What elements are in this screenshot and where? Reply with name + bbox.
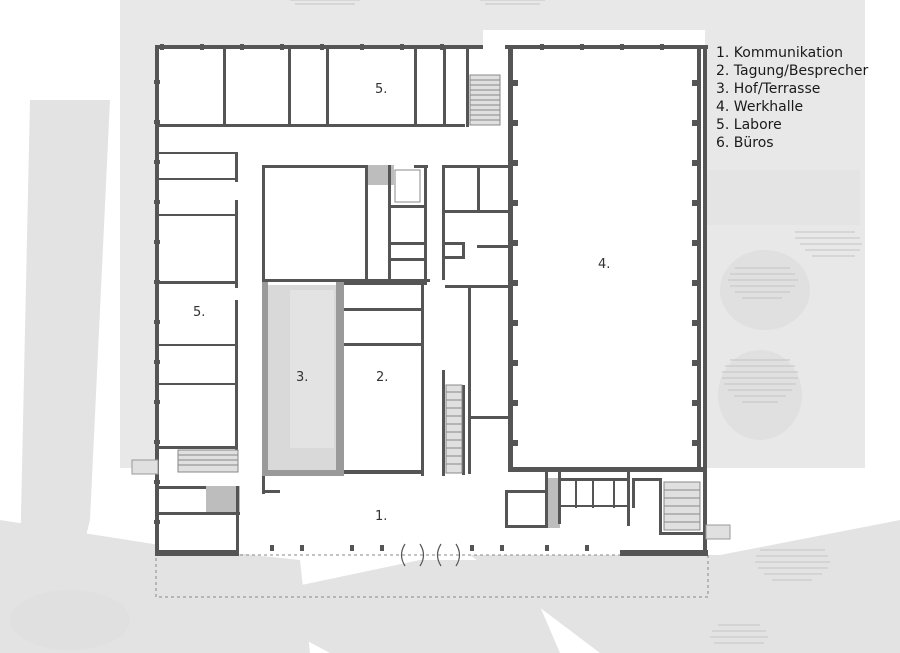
ground-right-band (705, 170, 860, 225)
wall-top-right (505, 45, 708, 49)
legend-item-hof-terrasse: 3. Hof/Terrasse (716, 81, 820, 97)
legend-item-labore: 5. Labore (716, 117, 782, 133)
stair-bottom-right (663, 481, 701, 531)
tree-right-2 (718, 350, 802, 440)
wall-bottom-left (155, 550, 239, 556)
ground-road-right (470, 520, 900, 653)
ramp-right (705, 524, 731, 540)
legend-item-tagung: 2. Tagung/Besprecher (716, 63, 869, 79)
building (131, 30, 731, 567)
tree-right-1 (720, 250, 810, 330)
columns (154, 44, 700, 551)
entrance-notch (483, 30, 705, 48)
label-hof-terrasse: 3. (296, 370, 308, 385)
ground-road-center (230, 560, 560, 653)
site-hatching (290, 0, 862, 644)
wall-left (155, 45, 159, 555)
label-labore-left: 5. (193, 305, 205, 320)
building-floor (157, 46, 706, 554)
wall-right (703, 45, 707, 555)
label-kommunikation: 1. (375, 509, 387, 524)
legend-item-kommunikation: 1. Kommunikation (716, 45, 843, 61)
legend-item-werkhalle: 4. Werkhalle (716, 99, 803, 115)
stair-left (177, 449, 239, 473)
canopy-outline (155, 554, 709, 598)
tree-bottom-left (10, 590, 130, 650)
label-labore-top: 5. (375, 82, 387, 97)
legend-item-bueros: 6. Büros (716, 135, 774, 151)
ground-left-strip (20, 100, 110, 560)
shaft (394, 169, 421, 203)
walls (155, 45, 708, 556)
stair-top (469, 74, 501, 126)
entrance-doors (400, 543, 461, 567)
label-tagung: 2. (376, 370, 388, 385)
ramp-left (131, 459, 159, 475)
courtyard-inner (290, 290, 334, 448)
wall-lab-row-bottom (157, 124, 465, 127)
label-werkhalle: 4. (598, 257, 610, 272)
legend: 1. Kommunikation 2. Tagung/Besprecher 3.… (716, 45, 869, 151)
stair-center (445, 384, 463, 474)
wall-bottom-right (620, 550, 708, 556)
